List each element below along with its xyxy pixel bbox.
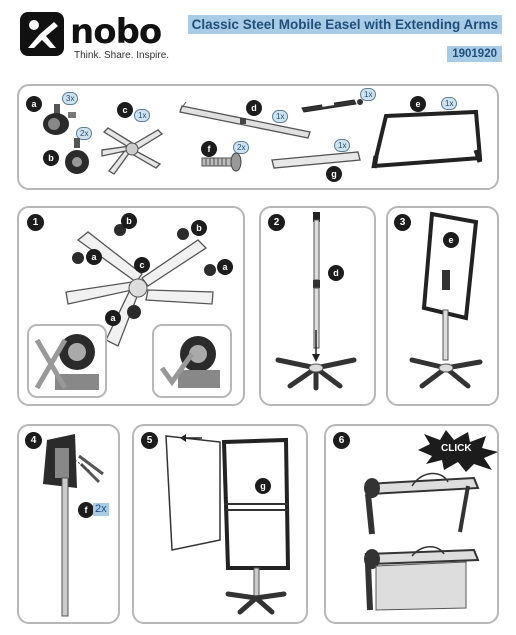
brand-tagline: Think. Share. Inspire. bbox=[74, 50, 170, 61]
part-f-letter: f bbox=[201, 141, 217, 157]
part-e-qty: 1x bbox=[441, 97, 458, 110]
board-icon bbox=[371, 109, 483, 169]
step-1-label-a3: a bbox=[105, 310, 121, 326]
step-2-label-d: d bbox=[328, 265, 344, 281]
nobo-logo: nobo Think. Share. Inspire. bbox=[18, 10, 170, 62]
tray-icon bbox=[271, 151, 361, 169]
step-5-number: 5 bbox=[141, 432, 158, 449]
step-3-label-e: e bbox=[443, 232, 459, 248]
step-1-label-c: c bbox=[134, 257, 150, 273]
part-b-qty: 2x bbox=[76, 127, 93, 140]
part-a-qty: 3x bbox=[62, 92, 79, 105]
part-e-extra-qty: 1x bbox=[360, 88, 377, 101]
part-c-qty: 1x bbox=[134, 109, 151, 122]
base-assembly-icon bbox=[65, 224, 216, 347]
part-g-qty: 1x bbox=[334, 139, 351, 152]
nobo-logo-icon bbox=[20, 12, 64, 56]
step-5-label-g: g bbox=[255, 478, 271, 494]
correct-fit-icon bbox=[159, 336, 220, 388]
click-burst-text: CLICK bbox=[441, 443, 472, 454]
step-4-label-f: f bbox=[78, 502, 94, 518]
click-burst-icon bbox=[418, 430, 498, 472]
step-1-label-b1: b bbox=[121, 213, 137, 229]
locking-caster-icon bbox=[65, 138, 89, 174]
step-1-label-a2: a bbox=[217, 259, 233, 275]
caster-wheel-icon bbox=[43, 104, 76, 135]
step-1-number: 1 bbox=[27, 214, 44, 231]
pole-insert-icon bbox=[275, 212, 357, 391]
part-c-letter: c bbox=[117, 102, 133, 118]
marker-icon bbox=[301, 99, 363, 113]
part-e-letter: e bbox=[410, 96, 426, 112]
part-b-letter: b bbox=[43, 150, 59, 166]
part-a-letter: a bbox=[26, 96, 42, 112]
part-d-qty: 1x bbox=[272, 110, 289, 123]
part-d-letter: d bbox=[246, 100, 262, 116]
wrong-fit-icon bbox=[34, 334, 99, 390]
step-1-label-a1: a bbox=[86, 249, 102, 265]
screw-icon bbox=[201, 152, 242, 172]
step-2-number: 2 bbox=[268, 214, 285, 231]
brand-name: nobo bbox=[70, 12, 162, 52]
step-6-number: 6 bbox=[333, 432, 350, 449]
step-4-qty: 2x bbox=[93, 503, 109, 516]
pole-icon bbox=[179, 101, 311, 139]
step-3-number: 3 bbox=[394, 214, 411, 231]
paper-pad-icon bbox=[165, 434, 291, 615]
part-f-qty: 2x bbox=[233, 141, 250, 154]
product-title: Classic Steel Mobile Easel with Extendin… bbox=[187, 15, 502, 34]
clip-closed-icon bbox=[364, 546, 480, 611]
step-1-label-b2: b bbox=[191, 220, 207, 236]
arm-bracket-icon bbox=[43, 434, 104, 617]
part-g-letter: g bbox=[326, 166, 342, 182]
clip-top-icon bbox=[364, 472, 480, 535]
product-code: 1901920 bbox=[447, 46, 502, 62]
star-base-icon bbox=[101, 127, 164, 175]
step-4-number: 4 bbox=[25, 432, 42, 449]
board-mount-icon bbox=[409, 211, 483, 389]
